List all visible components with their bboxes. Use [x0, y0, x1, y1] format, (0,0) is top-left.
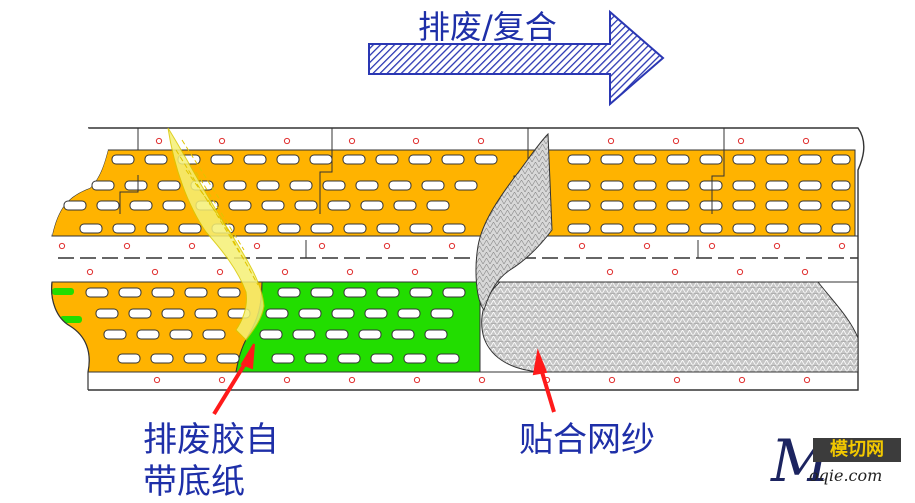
watermark-url: oqie.com [809, 466, 883, 485]
pointer-arrows [212, 343, 556, 416]
waste-tape-peel [167, 127, 265, 341]
registration-holes [58, 137, 846, 384]
watermark-brand: 模切网 [813, 438, 901, 462]
mesh-laminate-flap [475, 132, 553, 312]
watermark-logo: M 模切网 oqie.com [771, 432, 905, 494]
waste-tape-label-line1: 排废胶自 [143, 420, 279, 460]
mesh-laminate-bottom [481, 281, 859, 373]
direction-label: 排废/复合 [418, 8, 557, 46]
lower-slots [85, 287, 466, 364]
mesh-label: 贴合网纱 [519, 420, 655, 460]
waste-tape-label-line2: 带底纸 [143, 462, 245, 502]
upper-slots [63, 154, 851, 234]
direction-arrow [368, 9, 665, 107]
